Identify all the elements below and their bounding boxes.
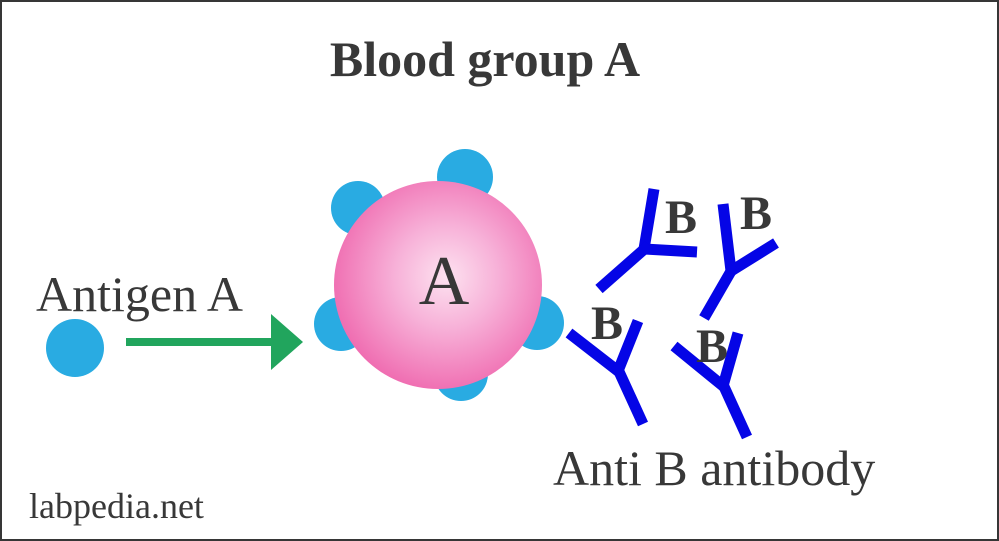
red-cell-group: A bbox=[314, 149, 564, 401]
b-letter-4: B bbox=[696, 320, 728, 373]
antibody-b-letters: B B B B bbox=[591, 187, 772, 373]
antigen-a-label: Antigen A bbox=[36, 266, 243, 322]
antibody-2 bbox=[699, 203, 779, 321]
free-antigen-dot bbox=[46, 319, 104, 377]
anti-b-antibody-label: Anti B antibody bbox=[553, 440, 875, 496]
antibody-group bbox=[565, 188, 779, 440]
reaction-arrow bbox=[126, 314, 303, 370]
antibody-4 bbox=[670, 331, 753, 440]
diagram-title: Blood group A bbox=[330, 31, 640, 87]
red-blood-cell bbox=[334, 181, 542, 389]
watermark: labpedia.net bbox=[29, 486, 204, 526]
cell-letter-a: A bbox=[419, 243, 470, 320]
antibody-3 bbox=[565, 318, 649, 427]
b-letter-1: B bbox=[665, 191, 697, 244]
b-letter-2: B bbox=[740, 187, 772, 240]
b-letter-3: B bbox=[591, 297, 623, 350]
antibody-1 bbox=[595, 188, 698, 294]
